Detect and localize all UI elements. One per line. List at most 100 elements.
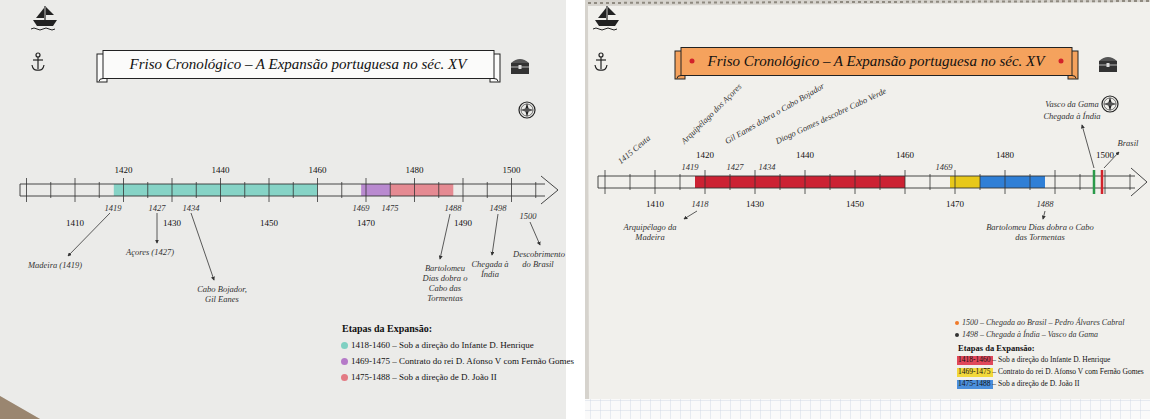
timeline-axis — [598, 168, 1147, 196]
drawing-part — [36, 53, 40, 57]
handwritten-note: 1418 — [692, 199, 709, 209]
drawing-part — [600, 57, 601, 69]
axis-tick — [655, 170, 656, 194]
axis-tick — [317, 178, 318, 202]
chest-icon — [1099, 57, 1117, 72]
legend-dot — [341, 358, 348, 365]
year-tick-label: 1470 — [946, 199, 964, 209]
legend-text: 1469-1475 – Contrato do rei D. Afonso V … — [958, 367, 1144, 377]
axis-tick — [880, 174, 881, 190]
drawing-part — [519, 102, 535, 118]
handwritten-note: 1500 – Chegada ao Brasil – Pedro Álvares… — [962, 318, 1125, 328]
axis-tick — [463, 178, 464, 202]
leader-line — [440, 214, 450, 259]
timeline-axis — [20, 176, 558, 204]
legend-text: 1418-1460 – Sob a direção do Infante D. … — [958, 355, 1110, 365]
notebook-grid — [585, 399, 1150, 419]
axis-tick — [730, 174, 731, 190]
drawing-part — [519, 65, 522, 69]
handwritten-note: Brasil — [1118, 138, 1139, 148]
handwritten-note: 1488 — [445, 203, 462, 213]
legend-dot — [341, 374, 348, 381]
axis-tick — [1055, 170, 1056, 194]
axis-tick — [630, 174, 631, 190]
handwritten-note: 1427 — [727, 162, 744, 172]
handwritten-note: Bartolomeu Dias dobra o Cabo das Torment… — [419, 263, 471, 303]
axis-tick — [50, 182, 51, 198]
axis-tick — [1080, 174, 1081, 190]
drawing-part — [593, 28, 617, 30]
drawing-part — [36, 8, 44, 18]
year-tick-label: 1430 — [746, 199, 764, 209]
axis-tick — [147, 182, 148, 198]
drawing-part — [511, 59, 529, 63]
year-tick-label: 1420 — [115, 165, 133, 175]
anchor-icon — [595, 53, 607, 70]
year-tick-label: 1440 — [796, 150, 814, 160]
leader-line — [1043, 211, 1045, 219]
year-tick-label: 1490 — [454, 218, 472, 228]
handwritten-note: Descobrimento do Brasil — [513, 249, 563, 269]
handwritten-note: Chegada à Índia — [1043, 111, 1100, 121]
drawing-part — [520, 108, 534, 112]
year-tick-label: 1420 — [696, 150, 714, 160]
drawing-part — [1099, 61, 1117, 72]
year-tick-label: 1430 — [163, 218, 181, 228]
drawing-part — [598, 8, 606, 18]
drawing-part — [1103, 102, 1117, 106]
axis-tick — [414, 178, 415, 202]
axis-tick — [705, 170, 706, 194]
axis-tick — [605, 170, 606, 194]
axis-tick — [805, 170, 806, 194]
year-tick-label: 1460 — [309, 165, 327, 175]
legend-text: 1475-1488 – Sob a direção de D. João II — [958, 379, 1079, 389]
drawing-part — [521, 104, 533, 116]
legend-heading: Etapas da Expansão: — [958, 343, 1035, 353]
year-tick-label: 1470 — [357, 218, 375, 228]
note-bullet — [955, 321, 959, 325]
leader-line — [1082, 125, 1094, 168]
period-band — [361, 184, 390, 196]
axis-tick — [244, 182, 245, 198]
axis-tick — [511, 178, 512, 202]
axis-tick — [680, 174, 681, 190]
year-tick-label: 1460 — [896, 150, 914, 160]
axis-tick — [1130, 174, 1131, 190]
axis-tick — [755, 170, 756, 194]
year-tick-label: 1480 — [406, 165, 424, 175]
axis-tick — [220, 178, 221, 202]
axis-tick — [1105, 170, 1106, 194]
axis-tick — [196, 182, 197, 198]
drawing-part — [608, 7, 616, 15]
axis-tick — [366, 178, 367, 202]
handwritten-note: Cabo Bojador, Gil Eanes — [194, 284, 250, 304]
handwritten-note: Arquipélago da Madeira — [621, 222, 679, 242]
drawing-part — [1107, 63, 1110, 67]
compass-icon — [1102, 96, 1118, 112]
axis-bar — [598, 176, 1135, 188]
period-band — [390, 184, 453, 196]
handwritten-note: 1498 — [490, 203, 507, 213]
title-banner: Friso Cronológico – A Expansão portugues… — [96, 50, 501, 78]
event-mark — [1101, 170, 1104, 194]
notebook-page — [585, 399, 1150, 419]
scroll-part — [1072, 76, 1076, 79]
title-text: Friso Cronológico – A Expansão portugues… — [678, 47, 1075, 75]
leader-line — [191, 213, 214, 280]
paper-sheet — [588, 2, 1150, 399]
axis-tick — [75, 178, 76, 202]
year-tick-label: 1410 — [66, 218, 84, 228]
year-tick-label: 1450 — [260, 218, 278, 228]
axis-tick — [26, 178, 27, 202]
drawing-part — [1102, 96, 1118, 112]
axis-tick — [980, 174, 981, 190]
legend-heading: Etapas da Expansão: — [342, 324, 432, 334]
drawing-part — [32, 65, 44, 70]
handwritten-note: Madeira (1419) — [28, 260, 82, 270]
handwritten-note: 1434 — [759, 162, 776, 172]
handwritten-note: Chegada à Índia — [471, 259, 509, 279]
axis-tick — [293, 182, 294, 198]
legend-text: 1418-1460 – Sob a direção do Infante D. … — [351, 340, 534, 350]
handwritten-note: 1469 — [936, 162, 953, 172]
